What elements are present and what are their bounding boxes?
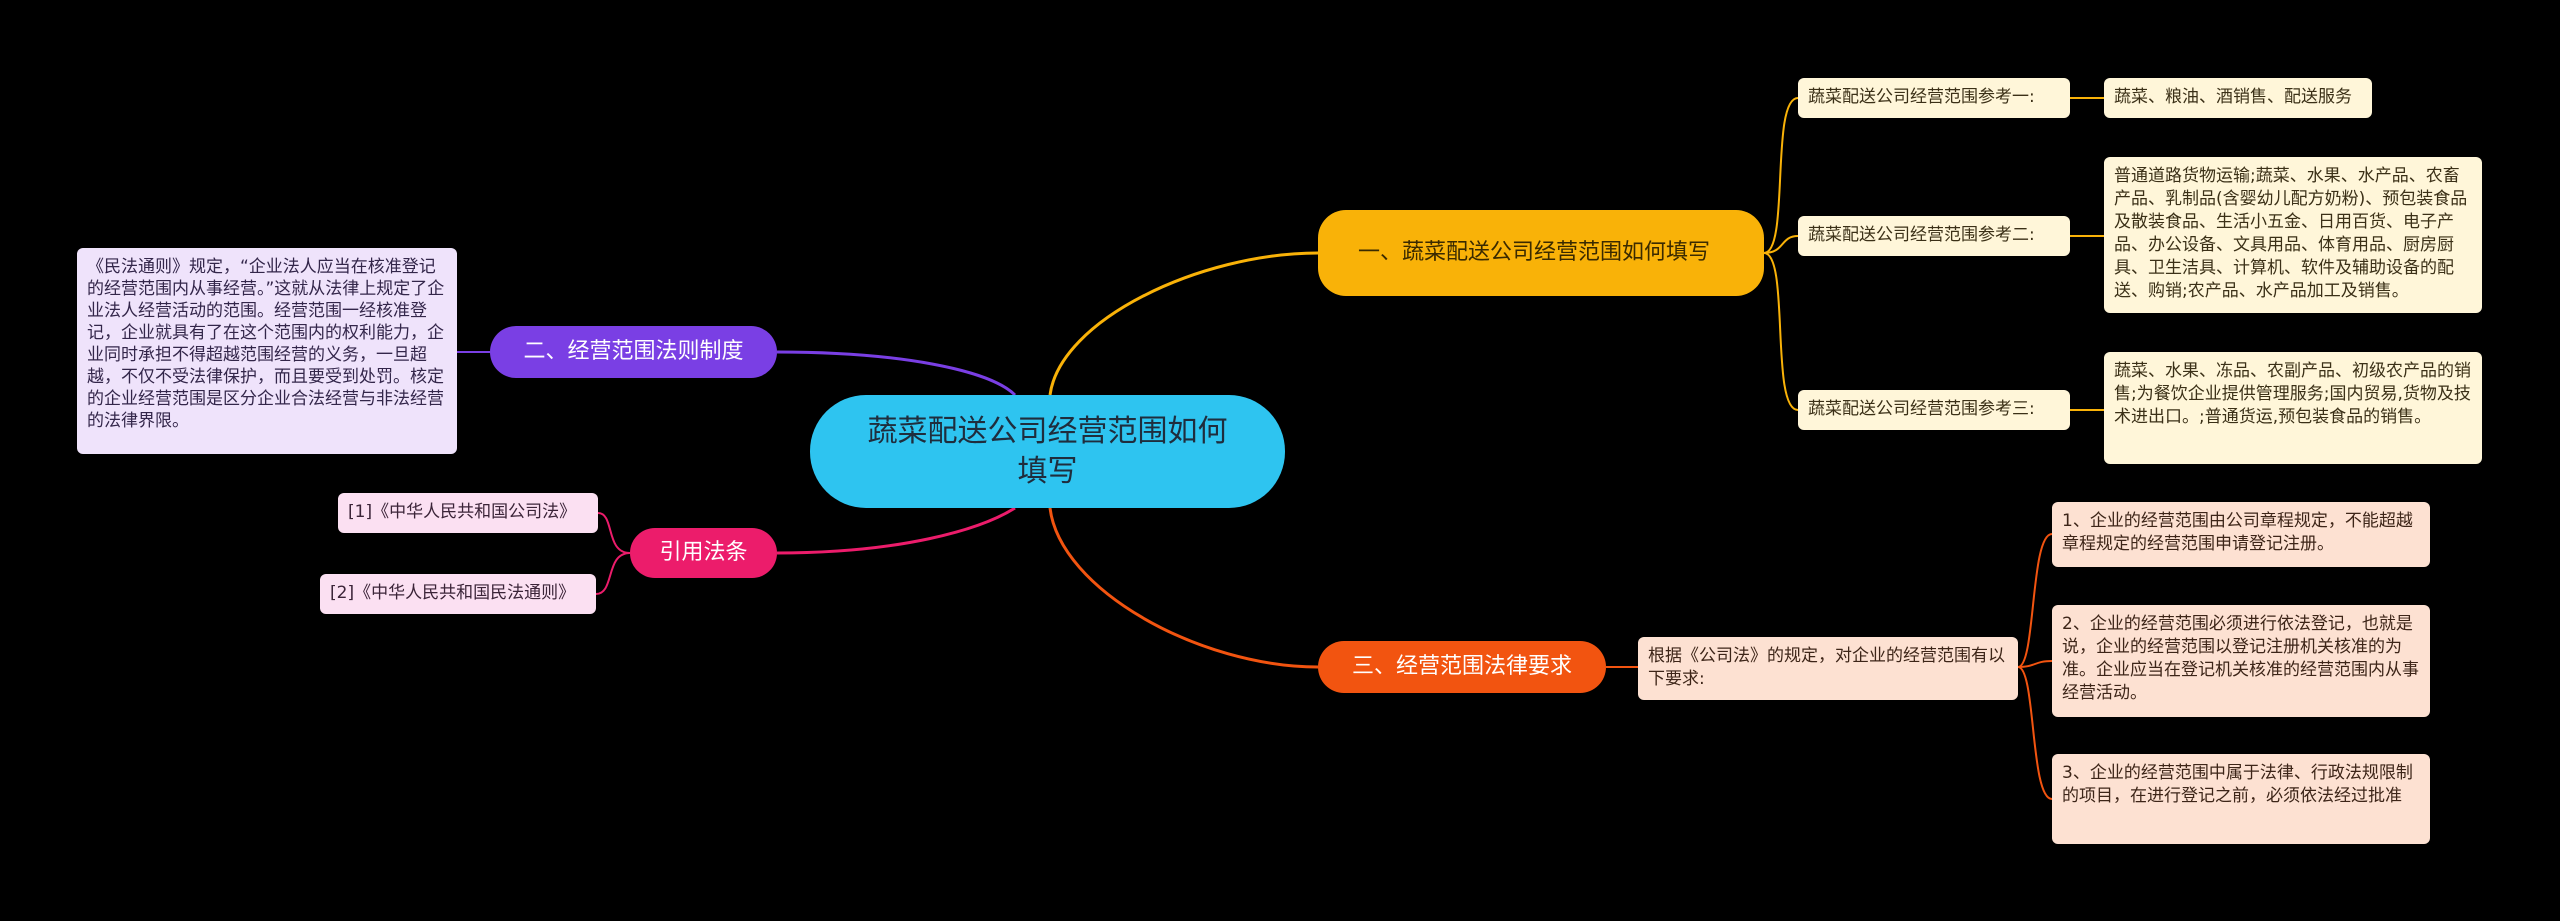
requirement-item-3-text: 3、企业的经营范围中属于法律、行政法规限制的项目，在进行登记之前，必须依法经过批… <box>2062 763 2413 806</box>
reference-one-label[interactable]: 蔬菜配送公司经营范围参考一: <box>1798 78 2070 118</box>
reference-two-value[interactable]: 普通道路货物运输;蔬菜、水果、水产品、农畜产品、乳制品(含婴幼儿配方奶粉)、预包… <box>2104 157 2482 313</box>
reference-one-value-text: 蔬菜、粮油、酒销售、配送服务 <box>2114 87 2352 107</box>
reference-three-label[interactable]: 蔬菜配送公司经营范围参考三: <box>1798 390 2070 430</box>
reference-one-value[interactable]: 蔬菜、粮油、酒销售、配送服务 <box>2104 78 2372 118</box>
link-intro-item2 <box>2017 660 2053 668</box>
requirement-item-3[interactable]: 3、企业的经营范围中属于法律、行政法规限制的项目，在进行登记之前，必须依法经过批… <box>2052 754 2430 844</box>
requirement-item-1[interactable]: 1、企业的经营范围由公司章程规定，不能超越章程规定的经营范围申请登记注册。 <box>2052 502 2430 567</box>
branch-legal-rules-label: 二、经营范围法则制度 <box>523 339 744 364</box>
link-branch1-ref2 <box>1763 235 1799 254</box>
reference-three-label-text: 蔬菜配送公司经营范围参考三: <box>1808 399 2035 419</box>
requirements-intro[interactable]: 根据《公司法》的规定，对企业的经营范围有以下要求: <box>1638 637 2018 700</box>
legal-rules-text-content: 《民法通则》规定，“企业法人应当在核准登记的经营范围内从事经营。”这就从法律上规… <box>87 257 445 431</box>
reference-one-label-text: 蔬菜配送公司经营范围参考一: <box>1808 87 2035 107</box>
root-topic[interactable]: 蔬菜配送公司经营范围如何填写 <box>810 395 1285 508</box>
requirement-item-1-text: 1、企业的经营范围由公司章程规定，不能超越章程规定的经营范围申请登记注册。 <box>2062 511 2413 554</box>
reference-three-value[interactable]: 蔬菜、水果、冻品、农副产品、初级农产品的销售;为餐饮企业提供管理服务;国内贸易,… <box>2104 352 2482 464</box>
requirements-intro-text: 根据《公司法》的规定，对企业的经营范围有以下要求: <box>1648 646 2005 689</box>
branch-cited-laws[interactable]: 引用法条 <box>630 528 777 578</box>
link-intro-item3 <box>2017 666 2053 800</box>
link-root-branch3 <box>776 506 1016 555</box>
root-topic-label: 蔬菜配送公司经营范围如何填写 <box>867 413 1228 489</box>
requirement-item-2[interactable]: 2、企业的经营范围必须进行依法登记，也就是说，企业的经营范围以登记注册机关核准的… <box>2052 605 2430 717</box>
reference-two-label[interactable]: 蔬菜配送公司经营范围参考二: <box>1798 216 2070 256</box>
reference-two-value-text: 普通道路货物运输;蔬菜、水果、水产品、农畜产品、乳制品(含婴幼儿配方奶粉)、预包… <box>2114 166 2468 301</box>
reference-three-value-text: 蔬菜、水果、冻品、农副产品、初级农产品的销售;为餐饮企业提供管理服务;国内贸易,… <box>2114 361 2471 427</box>
legal-rules-text[interactable]: 《民法通则》规定，“企业法人应当在核准登记的经营范围内从事经营。”这就从法律上规… <box>77 248 457 454</box>
branch-cited-laws-label: 引用法条 <box>659 540 748 565</box>
cited-law-civil-law[interactable]: [2]《中华人民共和国民法通则》 <box>320 574 596 614</box>
branch-scope-how-to-fill-label: 一、蔬菜配送公司经营范围如何填写 <box>1358 240 1711 265</box>
requirement-item-2-text: 2、企业的经营范围必须进行依法登记，也就是说，企业的经营范围以登记注册机关核准的… <box>2062 614 2419 703</box>
link-root-branch2 <box>776 350 1017 397</box>
cited-law-company-law[interactable]: [1]《中华人民共和国公司法》 <box>338 493 598 533</box>
cited-law-civil-law-text: [2]《中华人民共和国民法通则》 <box>330 583 576 603</box>
link-branch1-ref3 <box>1763 252 1799 411</box>
branch-legal-requirements-label: 三、经营范围法律要求 <box>1351 654 1572 679</box>
link-branch1-ref1 <box>1763 97 1799 254</box>
link-branch3-cite1 <box>597 512 631 554</box>
reference-two-label-text: 蔬菜配送公司经营范围参考二: <box>1808 225 2035 245</box>
branch-legal-requirements[interactable]: 三、经营范围法律要求 <box>1318 641 1606 693</box>
link-root-branch4 <box>1048 507 1319 669</box>
link-root-branch1 <box>1048 251 1319 396</box>
cited-law-company-law-text: [1]《中华人民共和国公司法》 <box>348 502 577 522</box>
link-intro-item1 <box>2017 533 2053 668</box>
branch-scope-how-to-fill[interactable]: 一、蔬菜配送公司经营范围如何填写 <box>1318 210 1764 296</box>
link-branch3-cite2 <box>595 552 631 595</box>
branch-legal-rules[interactable]: 二、经营范围法则制度 <box>490 326 777 378</box>
